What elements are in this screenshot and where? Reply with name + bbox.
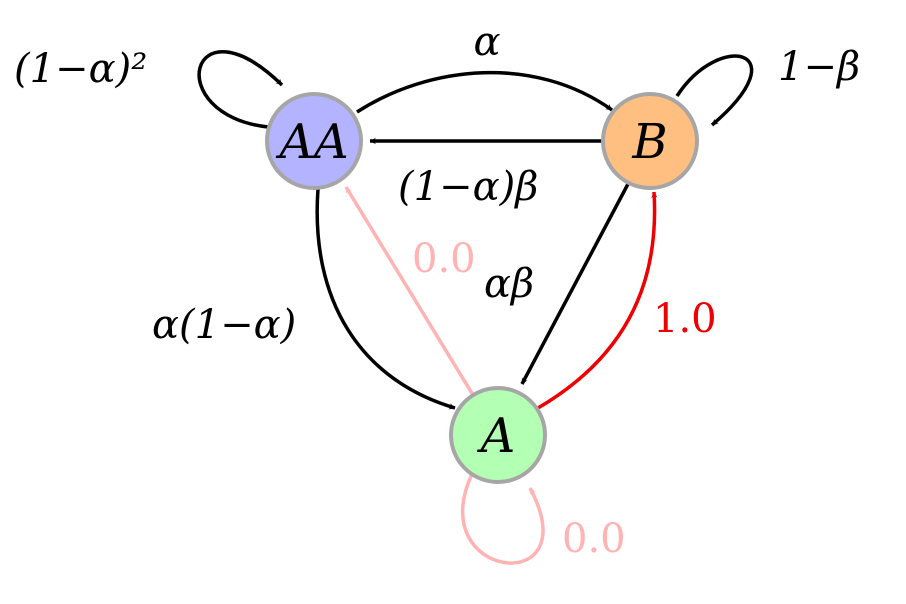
label-b-to-a: αβ [484,261,534,307]
node-b-circle [601,92,699,190]
edge-aa-self-loop [197,50,284,129]
label-aa-to-a: α(1−α) [152,302,296,348]
label-aa-self-loop: (1−α)² [14,46,147,92]
edge-a-self-loop [460,471,545,565]
edge-b-self-loop [675,54,754,127]
node-a-label: A [477,408,516,464]
label-b-to-aa: (1−α)β [398,164,538,210]
label-a-to-b: 1.0 [653,296,717,342]
label-aa-to-b: α [473,19,500,65]
node-aa-label: AA [275,114,348,170]
edge-a-to-b [537,191,658,410]
edge-b-to-a [520,183,630,385]
node-b: B [601,92,699,190]
label-b-self-loop: 1−β [778,44,860,90]
node-a: A [449,386,547,484]
node-aa: AA [265,92,363,190]
label-a-to-aa: 0.0 [412,236,476,282]
edge-aa-to-a [315,188,456,410]
edge-aa-to-b [356,70,614,114]
label-a-self-loop: 0.0 [562,516,626,562]
node-a-circle [449,386,547,484]
edge-a-to-aa [344,186,475,396]
node-b-label: B [631,114,667,170]
node-aa-circle [265,92,363,190]
